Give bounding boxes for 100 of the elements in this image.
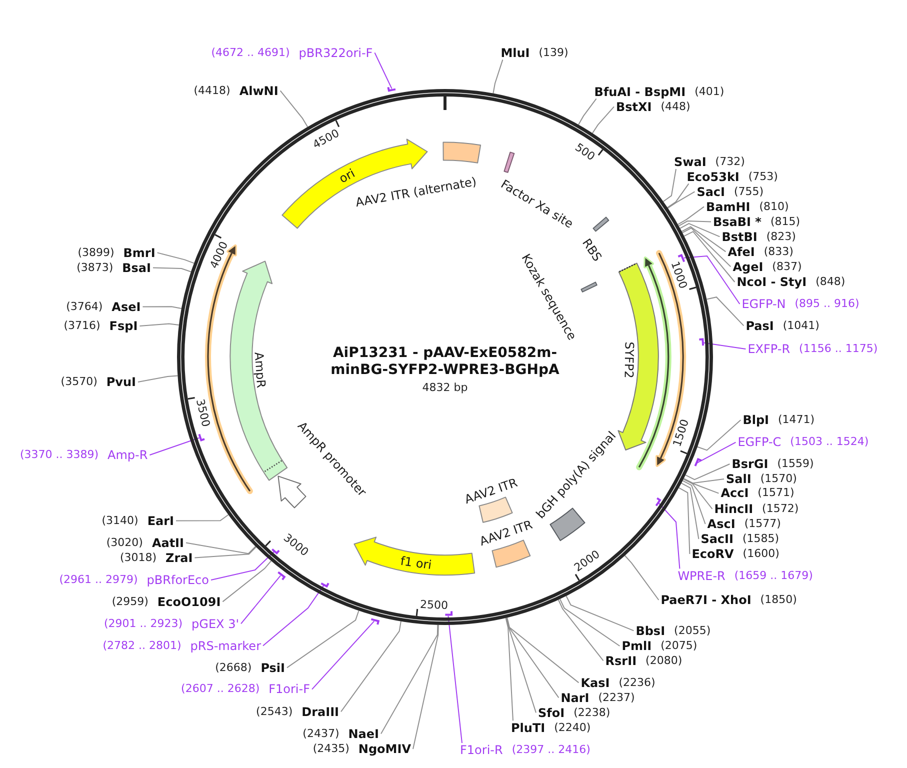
leader-line <box>683 478 713 510</box>
leader-line <box>682 480 706 524</box>
cut-position: (732) <box>715 155 745 169</box>
cut-position: (2668) <box>215 660 252 675</box>
cut-position: (833) <box>764 244 794 259</box>
primer-position: (2397 .. 2416) <box>512 743 590 757</box>
leader-line <box>684 230 736 282</box>
enzyme-name: AgeI <box>732 260 764 274</box>
enzyme-name: Eco53kI <box>686 170 740 184</box>
cut-position: (2237) <box>598 690 635 705</box>
leader-line <box>505 618 514 722</box>
enzyme-name: PsiI <box>260 660 285 675</box>
leader-line <box>662 168 676 202</box>
primer-name: pBR322ori-F <box>298 46 373 60</box>
cut-position: (2543) <box>256 704 293 719</box>
enzyme-name: EcoRV <box>692 547 734 561</box>
enzyme-name: AatII <box>152 536 184 550</box>
enzyme-name: PaeR7I - XhoI <box>660 593 752 607</box>
leader-line <box>152 267 192 272</box>
leader-line <box>156 252 194 264</box>
cut-position: (3873) <box>76 260 114 275</box>
leader-line <box>262 585 324 646</box>
orf-arc <box>636 256 671 470</box>
cut-position: (3716) <box>64 319 100 333</box>
scale-number: 2500 <box>420 598 449 611</box>
leader-line <box>280 90 308 128</box>
cut-position: (3570) <box>60 375 98 389</box>
feature-label: AAV2 ITR <box>477 517 534 548</box>
cut-position: (1471) <box>778 413 815 427</box>
enzyme-name: BsrGI <box>732 457 768 471</box>
leader-line <box>312 620 375 690</box>
leader-line <box>559 598 620 646</box>
scale-number: 500 <box>572 142 596 162</box>
enzyme-name: NaeI <box>348 726 379 741</box>
scale-number: 1500 <box>671 418 690 448</box>
plasmid-length: 4832 bp <box>422 381 468 394</box>
enzyme-name: BamHI <box>706 200 750 214</box>
primer-name: F1ori-R <box>460 743 503 757</box>
cut-position: (3018) <box>120 550 157 565</box>
cut-position: (1585) <box>742 532 780 546</box>
enzyme-name: MluI <box>500 46 530 60</box>
leader-line <box>186 542 256 554</box>
cut-position: (2238) <box>574 706 610 720</box>
leader-line <box>506 617 580 684</box>
feature-label: AAV2 ITR <box>463 476 520 507</box>
enzyme-name: SacII <box>700 532 734 546</box>
enzyme-name: EcoO109I <box>157 594 221 609</box>
enzyme-name: PluTI <box>511 720 546 735</box>
leader-line <box>194 546 256 558</box>
cut-position: (1041) <box>782 318 820 333</box>
enzyme-name: BlpI <box>742 413 770 427</box>
cut-position: (3020) <box>106 536 143 550</box>
enzyme-name: ZraI <box>166 550 193 565</box>
enzyme-name: KasI <box>580 676 610 690</box>
scale-number: 4000 <box>208 240 230 270</box>
cut-position: (2075) <box>660 639 698 653</box>
leader-line <box>340 620 402 712</box>
enzyme-name: SfoI <box>538 706 565 720</box>
feature-label: SYFP2 <box>622 342 636 379</box>
cut-position: (3899) <box>78 246 114 260</box>
cut-position: (4418) <box>194 84 230 98</box>
cut-position: (1572) <box>762 502 799 516</box>
cut-position: (755) <box>734 184 764 199</box>
cut-position: (1577) <box>744 517 781 531</box>
leader-line <box>683 478 720 494</box>
primer-name: pBRforEco <box>146 573 209 587</box>
enzyme-name: BsaBI * <box>713 214 762 229</box>
cut-position: (848) <box>816 275 846 289</box>
enzyme-name: AscI <box>707 517 736 531</box>
enzyme-name: DraIII <box>302 704 339 719</box>
leader-line <box>680 223 720 238</box>
primer-position: (2901 .. 2923) <box>104 616 183 631</box>
enzyme-name: AccI <box>720 486 749 500</box>
leader-line <box>380 624 438 734</box>
enzyme-name: SacI <box>696 184 726 199</box>
leader-line <box>678 220 712 226</box>
leader-line <box>706 296 744 326</box>
cut-position: (2080) <box>646 654 682 668</box>
leader-line <box>210 551 275 580</box>
leader-line <box>667 191 696 209</box>
leader-line <box>682 227 732 268</box>
cut-position: (401) <box>694 84 724 99</box>
enzyme-name: BbsI <box>636 624 666 638</box>
cut-position: (2435) <box>312 742 350 756</box>
leader-line <box>696 420 742 451</box>
cut-position: (1600) <box>742 547 780 561</box>
primer-name: F1ori-F <box>268 682 310 696</box>
leader-line <box>680 482 700 540</box>
primer-name: EGFP-N <box>742 297 786 311</box>
leader-line <box>412 624 439 750</box>
enzyme-name: PvuI <box>106 375 136 389</box>
feature-label: f1 ori <box>400 554 433 572</box>
leader-line <box>681 226 726 252</box>
enzyme-name: BfuAI - BspMI <box>594 84 686 99</box>
leader-line <box>448 615 462 744</box>
cut-position: (1570) <box>760 472 797 486</box>
scale-number: 3500 <box>194 398 212 428</box>
cut-position: (1850) <box>760 593 797 607</box>
primer-name: EXFP-R <box>748 342 790 356</box>
leader-line <box>222 560 272 602</box>
